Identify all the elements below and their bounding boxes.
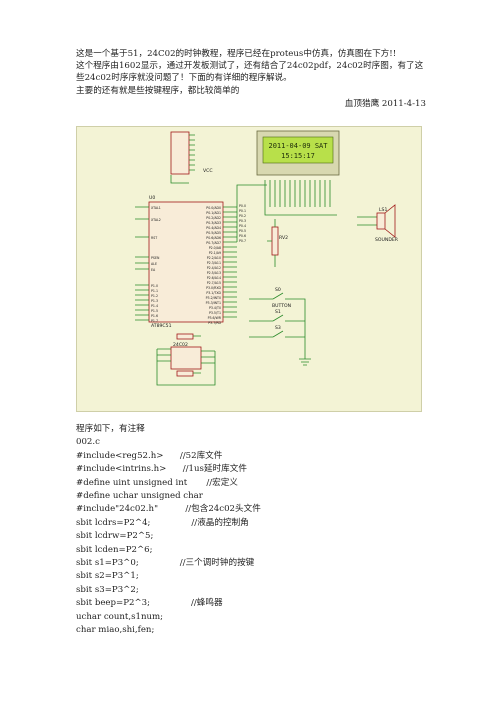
mcu-pin-ale: ALE — [151, 262, 157, 266]
code-line: uchar count,s1num; — [76, 611, 164, 622]
code-line: #define uint unsigned int //宏定义 — [76, 477, 238, 488]
bus-label-4: P0.4 — [239, 224, 246, 228]
mcu-pin-p03: P0.3/AD3 — [206, 221, 221, 225]
lcd-line-1: 2011-04-09 SAT — [268, 142, 328, 150]
mcu-pin-p13: P1.3 — [151, 299, 158, 303]
code-line: sbit lcdrw=P2^5; — [76, 531, 154, 542]
mcu-name: AT89C51 — [151, 323, 172, 329]
mcu-pin-p04: P0.4/AD4 — [206, 226, 221, 230]
mcu-pin-p14: P1.4 — [151, 304, 158, 308]
bus-label-1: P0.1 — [239, 209, 246, 213]
mcu-pin-p01: P0.1/AD1 — [206, 211, 221, 215]
button-s3: S3 — [275, 325, 281, 331]
mcu-pin-p17: P1.7 — [151, 319, 158, 323]
mcu-pin-p20: P2.0/A8 — [209, 246, 221, 250]
bus-label-2: P0.2 — [239, 214, 246, 218]
mcu-pin-p27: P2.7/A15 — [207, 281, 221, 285]
code-line: sbit s2=P3^1; — [76, 571, 139, 582]
intro-text: 这是一个基于51，24C02的时钟教程，程序已经在proteus中仿真，仿真图在… — [76, 48, 426, 110]
code-line: #define uchar unsigned char — [76, 491, 203, 502]
schematic-drawing: 2011-04-09 SAT 15:15:17 U0 AT89C51 24C02… — [135, 130, 399, 386]
mcu-pin-p36: P3.6/WR — [208, 316, 222, 320]
mcu-label: U0 — [149, 195, 155, 201]
mcu-pin-p33: P3.3/INT1 — [206, 301, 221, 305]
mcu-pin-xtal1: XTAL1 — [151, 206, 161, 210]
intro-line-3: 主要的还有就是些按键程序，都比较简单的 — [76, 85, 240, 96]
bus-label-0: P0.0 — [239, 204, 246, 208]
mcu-pin-xtal2: XTAL2 — [151, 218, 161, 222]
code-line: 002.c — [76, 437, 100, 448]
code-line: sbit beep=P2^3; //蜂鸣器 — [76, 598, 223, 609]
button-caption: BUTTON — [272, 303, 291, 309]
code-line: 程序如下，有注释 — [76, 424, 145, 434]
ls-label: LS1 — [379, 207, 387, 213]
mcu-pin-p30: P3.0/RXD — [206, 286, 221, 290]
mcu-pin-p21: P2.1/A9 — [209, 251, 221, 255]
code-line: #include"24c02.h" //包含24c02头文件 — [76, 504, 261, 515]
mcu-pin-p10: P1.0 — [151, 284, 158, 288]
bus-label-6: P0.6 — [239, 234, 246, 238]
lcd-line-2: 15:15:17 — [281, 152, 315, 160]
intro-line-2: 这个程序由1602显示，通过开发板测试了，还有结合了24c02pdf，24c02… — [76, 61, 424, 84]
mcu-pin-p23: P2.3/A11 — [207, 261, 221, 265]
mcu-pin-p22: P2.2/A10 — [207, 256, 221, 260]
mcu-pin-p16: P1.6 — [151, 314, 158, 318]
code-line: char miao,shi,fen; — [76, 625, 155, 636]
code-line: #include<intrins.h> //1us延时库文件 — [76, 464, 247, 475]
sounder-label: SOUNDER — [375, 237, 399, 243]
eeprom-label: 24C02 — [173, 342, 188, 348]
button-s1: S1 — [275, 309, 281, 315]
mcu-pin-p07: P0.7/AD7 — [206, 241, 221, 245]
mcu-pin-p11: P1.1 — [151, 289, 158, 293]
mcu-pin-p06: P0.6/AD6 — [206, 236, 221, 240]
code-line: sbit lcden=P2^6; — [76, 544, 153, 555]
button-s0: S0 — [275, 287, 281, 293]
mcu-pin-p37: P3.7/RD — [208, 321, 221, 325]
mcu-pin-p25: P2.5/A13 — [207, 271, 221, 275]
mcu-pin-p34: P3.4/T0 — [209, 306, 221, 310]
bus-label-5: P0.5 — [239, 229, 246, 233]
mcu-pin-p31: P3.1/TXD — [206, 291, 221, 295]
code-line: sbit lcdrs=P2^4; //液晶的控制角 — [76, 517, 249, 528]
mcu-pin-psen: PSEN — [151, 256, 160, 260]
code-line: #include<reg52.h> //52库文件 — [76, 450, 223, 461]
circuit-schematic: 2011-04-09 SAT 15:15:17 U0 AT89C51 24C02… — [76, 126, 422, 412]
vcc-label: VCC — [203, 168, 213, 174]
signature: 血顶猎鹰 2011-4-13 — [344, 98, 426, 109]
mcu-pin-p12: P1.2 — [151, 294, 158, 298]
rv-label: RV2 — [279, 235, 288, 241]
mcu-pin-p24: P2.4/A12 — [207, 266, 221, 270]
code-listing: 程序如下，有注释 002.c #include<reg52.h> //52库文件… — [76, 423, 261, 638]
mcu-pin-p26: P2.6/A14 — [207, 276, 221, 280]
bus-label-7: P0.7 — [239, 239, 246, 243]
mcu-pin-ea: EA — [151, 268, 156, 272]
bus-label-3: P0.3 — [239, 219, 246, 223]
mcu-pin-p15: P1.5 — [151, 309, 158, 313]
mcu-pin-p35: P3.5/T1 — [209, 311, 221, 315]
intro-line-1: 这是一个基于51，24C02的时钟教程，程序已经在proteus中仿真，仿真图在… — [76, 49, 397, 59]
code-line: sbit s1=P3^0; //三个调时钟的按键 — [76, 558, 255, 569]
mcu-pin-p00: P0.0/AD0 — [206, 206, 221, 210]
code-line: sbit s3=P3^2; — [76, 584, 139, 595]
mcu-pin-rst: RST — [151, 236, 157, 240]
mcu-pin-p02: P0.2/AD2 — [206, 216, 221, 220]
mcu-pin-p32: P3.2/INT0 — [206, 296, 221, 300]
mcu-pin-p05: P0.5/AD5 — [206, 231, 221, 235]
